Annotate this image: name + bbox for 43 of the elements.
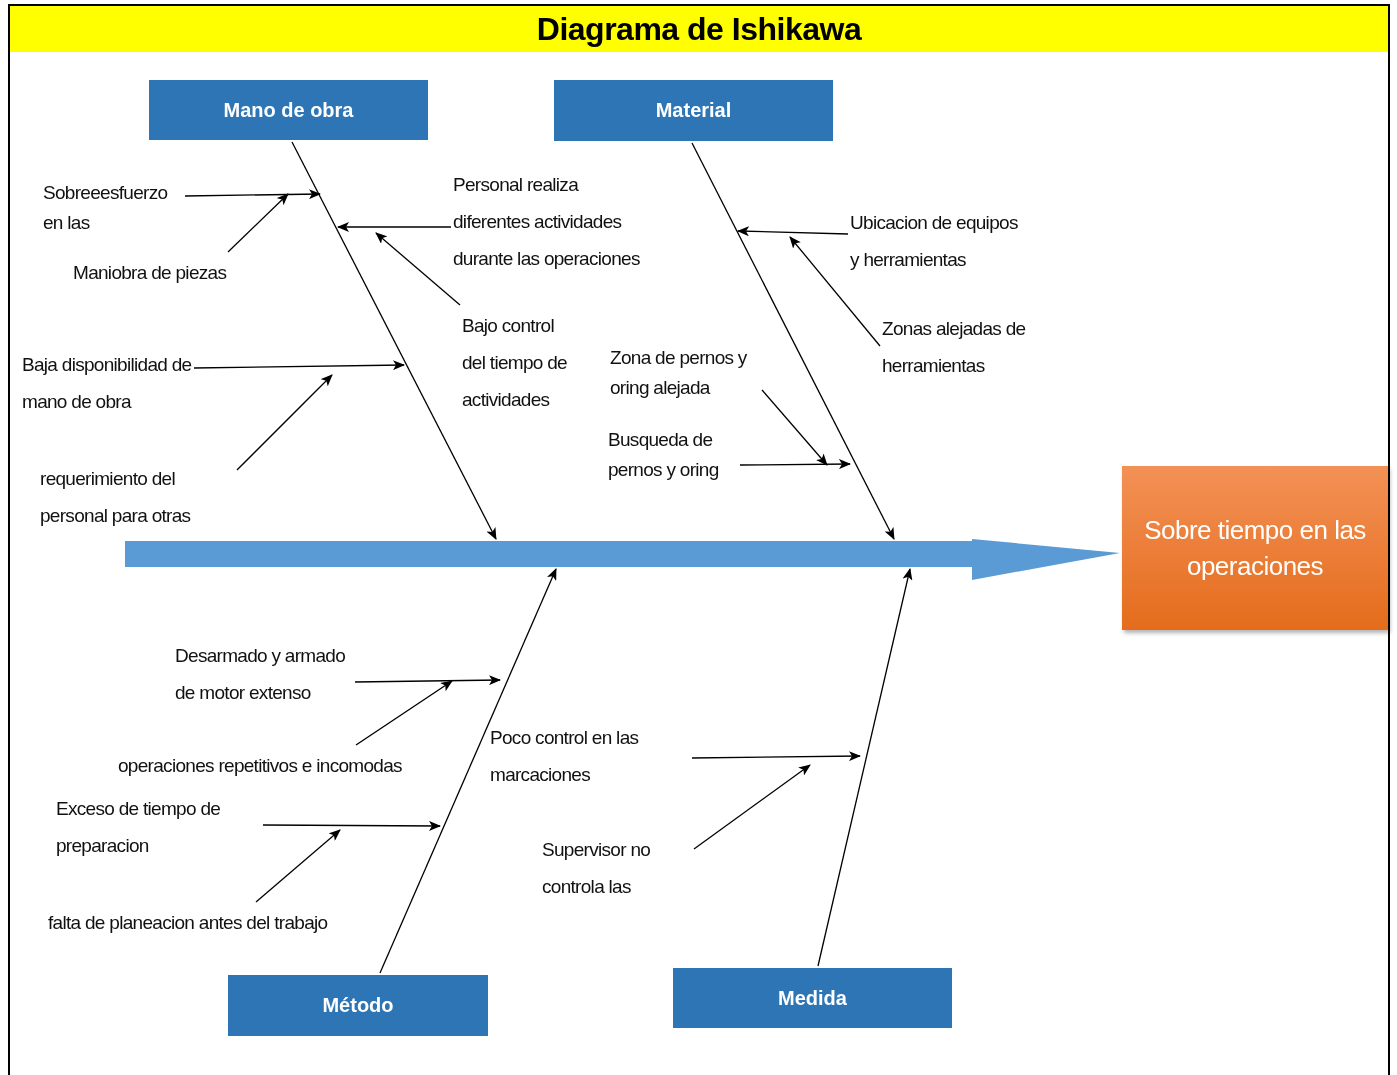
arrow: [227, 193, 289, 253]
arrow: [737, 226, 849, 237]
arrow: [739, 459, 851, 470]
arrow: [789, 236, 881, 347]
category-box: Medida: [673, 968, 952, 1028]
arrow: [255, 829, 341, 903]
category-box: Método: [228, 975, 488, 1036]
spine-arrowhead: [972, 539, 1120, 580]
cause-text: Desarmado y armado de motor extenso: [175, 637, 353, 711]
arrow: [375, 232, 461, 306]
cause-text: Bajo control del tiempo de actividades: [462, 307, 572, 418]
arrow: [693, 764, 811, 850]
arrow: [262, 820, 441, 831]
arrow: [193, 360, 405, 371]
arrow: [184, 189, 321, 200]
cause-text: Supervisor no controla las: [542, 831, 692, 905]
cause-text: Poco control en las marcaciones: [490, 719, 690, 793]
cause-text: Busqueda de pernos y oring: [608, 425, 738, 485]
cause-text: Exceso de tiempo de preparacion: [56, 790, 261, 864]
cause-text: Sobreeesfuerzo en las: [43, 178, 183, 238]
bone-arrow: [691, 142, 895, 540]
bone-arrow: [817, 568, 913, 967]
arrow: [236, 374, 333, 471]
cause-text: Zonas alejadas de herramientas: [882, 310, 1062, 384]
cause-text: Baja disponibilidad de mano de obra: [22, 346, 192, 420]
category-box: Mano de obra: [149, 80, 428, 140]
cause-text: requerimiento del personal para otras: [40, 460, 235, 534]
arrow: [761, 389, 828, 466]
title: Diagrama de Ishikawa: [10, 6, 1388, 52]
cause-text: falta de planeacion antes del trabajo: [48, 904, 408, 941]
bone-arrow: [291, 141, 497, 540]
cause-text: Zona de pernos y oring alejada: [610, 343, 760, 403]
cause-text: operaciones repetitivos e incomodas: [118, 747, 478, 784]
bone-arrow: [379, 568, 557, 974]
arrow: [337, 222, 452, 232]
cause-text: Maniobra de piezas: [73, 254, 273, 291]
effect-box: Sobre tiempo en las operaciones: [1122, 466, 1388, 630]
category-box: Material: [554, 80, 833, 141]
arrow: [691, 751, 861, 762]
arrow: [354, 675, 501, 686]
cause-text: Personal realiza diferentes actividades durante las operaciones: [453, 166, 648, 277]
arrow: [355, 680, 453, 746]
cause-text: Ubicacion de equipos y herramientas: [850, 204, 1025, 278]
